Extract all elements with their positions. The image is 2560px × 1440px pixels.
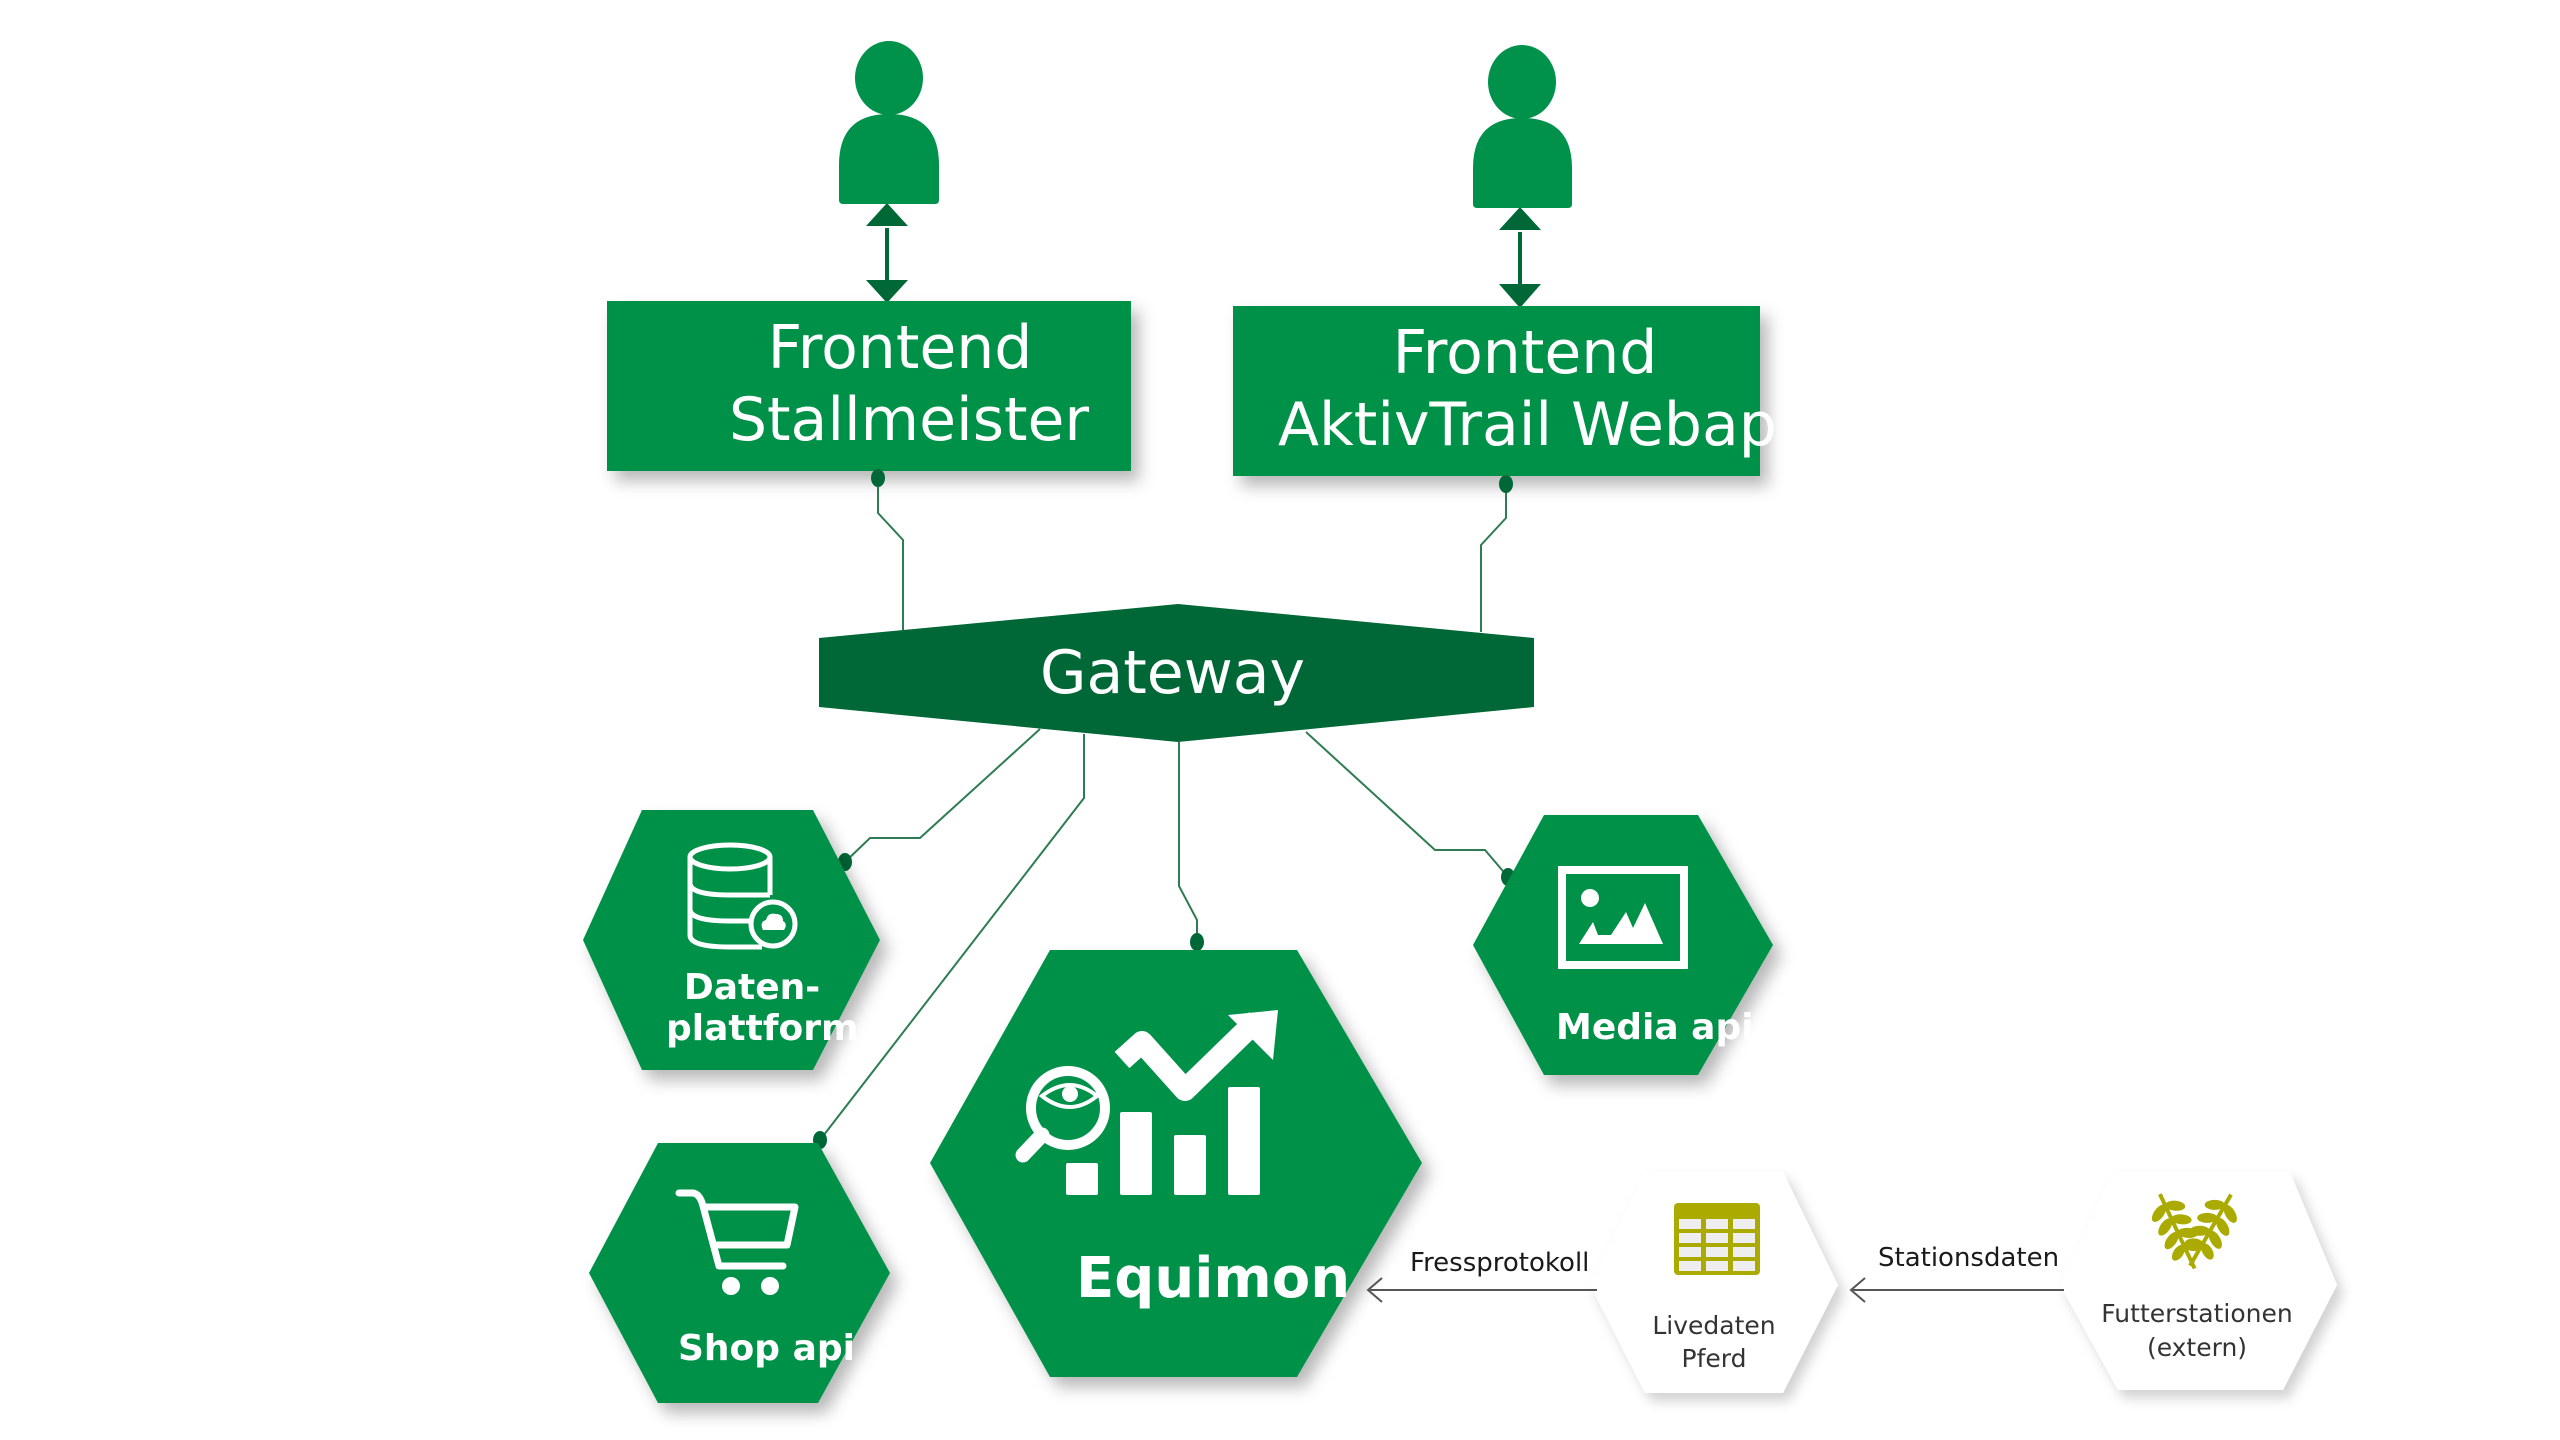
connector-gateway-equimon xyxy=(1178,742,1204,951)
futterstationen-node[interactable]: Futterstationen (extern) xyxy=(2060,1172,2337,1390)
analytics-chart-icon xyxy=(1015,1010,1278,1195)
livedaten-line1: Livedaten xyxy=(1652,1311,1775,1340)
user-icon[interactable] xyxy=(1473,45,1572,208)
connector-stallmeister-gateway xyxy=(871,469,904,632)
datenplattform-line2: plattform xyxy=(666,1008,858,1049)
frontend-stallmeister-box[interactable]: Frontend Stallmeister xyxy=(607,301,1131,471)
livedaten-line2: Pferd xyxy=(1682,1344,1747,1373)
wheat-icon xyxy=(2151,1193,2237,1270)
frontend-aktivtrail-line1: Frontend xyxy=(1393,318,1658,388)
datenplattform-node[interactable]: Daten- plattform xyxy=(583,810,880,1070)
equimon-node[interactable]: Equimon xyxy=(930,950,1422,1377)
edge-stationsdaten: Stationsdaten xyxy=(1849,1243,2064,1303)
futterstationen-line1: Futterstationen xyxy=(2101,1299,2292,1328)
connector-gateway-datenplattform xyxy=(838,728,1041,871)
frontend-stallmeister-line2: Stallmeister xyxy=(729,385,1089,455)
edge-fressprotokoll: Fressprotokoll xyxy=(1366,1248,1597,1303)
bidirectional-arrow-icon xyxy=(1499,207,1541,308)
media-api-label: Media api xyxy=(1556,1007,1754,1048)
table-icon xyxy=(1674,1203,1760,1275)
frontend-aktivtrail-box[interactable]: Frontend AktivTrail Webap xyxy=(1233,306,1777,476)
connector-aktivtrail-gateway xyxy=(1480,475,1513,632)
gateway-node[interactable]: Gateway xyxy=(819,604,1534,742)
image-icon xyxy=(1558,866,1688,969)
edge-label-stationsdaten: Stationsdaten xyxy=(1878,1243,2059,1273)
shop-api-node[interactable]: Shop api xyxy=(589,1143,890,1403)
datenplattform-line1: Daten- xyxy=(684,967,820,1008)
edge-label-fressprotokoll: Fressprotokoll xyxy=(1410,1248,1589,1278)
futterstationen-line2: (extern) xyxy=(2147,1333,2247,1362)
media-api-node[interactable]: Media api xyxy=(1473,815,1773,1075)
shopping-cart-icon xyxy=(675,1189,799,1295)
frontend-stallmeister-line1: Frontend xyxy=(768,313,1033,383)
frontend-aktivtrail-line2: AktivTrail Webap xyxy=(1278,390,1777,460)
gateway-label: Gateway xyxy=(1040,638,1305,708)
livedaten-pferd-node[interactable]: Livedaten Pferd xyxy=(1590,1172,1838,1393)
shop-api-label: Shop api xyxy=(678,1328,855,1369)
database-cloud-icon xyxy=(687,842,798,950)
user-icon[interactable] xyxy=(839,41,939,204)
bidirectional-arrow-icon xyxy=(866,203,908,303)
equimon-label: Equimon xyxy=(1076,1246,1350,1311)
connector-gateway-media xyxy=(1305,731,1515,886)
